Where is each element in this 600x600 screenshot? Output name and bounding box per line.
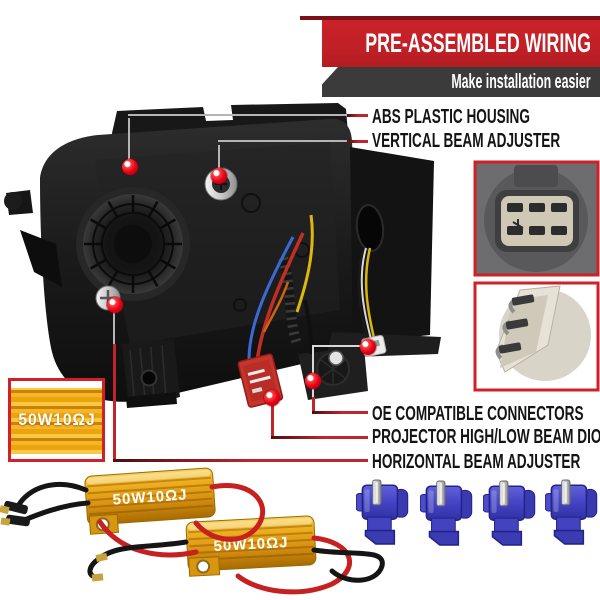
oe-callout-dot-lower <box>305 373 321 389</box>
headlight-assembly <box>4 103 441 408</box>
oe-callout-line-v2 <box>312 397 315 412</box>
resistor-1-marking: 50W10ΩJ <box>112 486 188 508</box>
horizontal-callout-dot <box>107 297 123 313</box>
headline-banner: PRE-ASSEMBLED WIRING <box>322 20 600 67</box>
bulb-socket-inset-photo <box>473 281 600 392</box>
splice-connector-4 <box>545 479 598 545</box>
vertical-callout-dot <box>211 168 227 184</box>
diode-callout-line-h <box>271 436 368 439</box>
oe-callout-dot-upper <box>360 339 376 355</box>
horizontal-callout-line-v1 <box>113 308 115 344</box>
vertical-callout-line-red <box>347 140 368 143</box>
wiring-harness <box>247 214 376 364</box>
abs-callout-line-red <box>347 114 368 117</box>
horizontal-callout-line-h <box>113 459 368 462</box>
splice-connector-1 <box>356 479 409 545</box>
label-vertical-adjuster: VERTICAL BEAM ADJUSTER <box>372 130 561 152</box>
oe-callout-line-h <box>312 411 368 414</box>
vertical-callout-line-h <box>218 140 347 142</box>
oe-callout-line-top <box>313 345 361 347</box>
abs-callout-line-h <box>128 114 347 116</box>
mounting-bracket <box>122 339 180 408</box>
label-abs-housing: ABS PLASTIC HOUSING <box>372 106 530 128</box>
label-oe-connectors: OE COMPATIBLE CONNECTORS <box>372 403 584 425</box>
diode-callout-line-v <box>271 404 274 437</box>
resistor-zoom-marking: 50W10ΩJ <box>17 410 96 429</box>
mounting-fin <box>20 230 62 287</box>
horizontal-callout-line-v2 <box>113 344 116 461</box>
banner-accent-strip <box>300 16 600 20</box>
load-resistor-1: 50W10ΩJ <box>84 467 216 535</box>
side-marker-section <box>350 147 434 343</box>
splice-connector-3 <box>483 480 536 546</box>
subheadline-text: Make installation easier <box>451 70 591 93</box>
label-beam-diode: PROJECTOR HIGH/LOW BEAM DIODE <box>372 426 600 448</box>
splice-connector-2 <box>420 480 473 546</box>
headline-text: PRE-ASSEMBLED WIRING <box>365 28 591 58</box>
oe-callout-line-v1 <box>312 345 314 397</box>
load-resistor-2: 50W10ΩJ <box>185 515 317 577</box>
dust-cap-bellows <box>76 187 190 301</box>
resistor-wires <box>0 481 385 595</box>
connector-inset-photo <box>473 160 600 277</box>
abs-callout-dot <box>122 159 138 175</box>
abs-callout-line-v <box>128 118 130 168</box>
resistor-zoom-inset: 50W10ΩJ <box>8 378 105 462</box>
subheadline-banner: Make installation easier <box>322 67 600 97</box>
vertical-callout-line-v <box>218 145 220 178</box>
label-horizontal-adjuster: HORIZONTAL BEAM ADJUSTER <box>372 451 581 473</box>
diode-callout-dot <box>264 390 280 406</box>
